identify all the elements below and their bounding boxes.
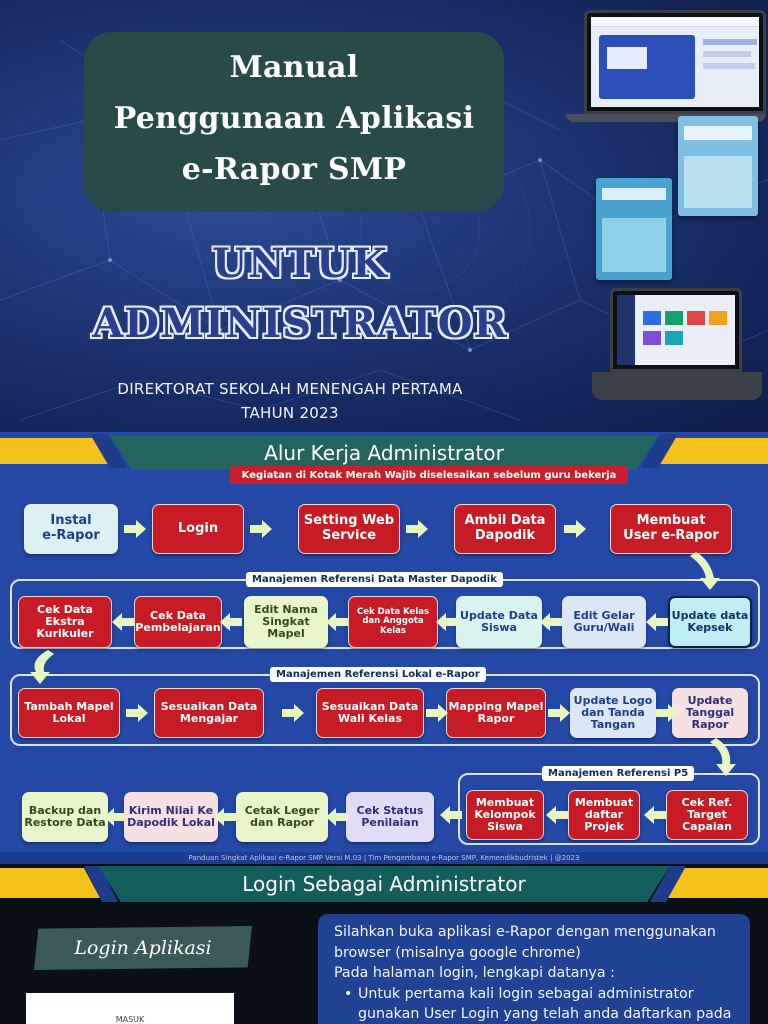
arrow-right-icon bbox=[126, 704, 148, 722]
login-header-banner: Login Sebagai Administrator bbox=[98, 866, 670, 902]
login-aplikasi-tag: Login Aplikasi bbox=[34, 926, 252, 970]
arrow-left-icon bbox=[540, 613, 562, 631]
workflow-footer: Panduan Singkat Aplikasi e-Rapor SMP Ver… bbox=[0, 852, 768, 864]
cover-hero: Manual Penggunaan Aplikasi e-Rapor SMP U… bbox=[0, 0, 768, 432]
arrow-right-icon bbox=[250, 520, 272, 538]
book-cover-1 bbox=[596, 178, 672, 280]
arrow-left-icon bbox=[440, 806, 462, 824]
arrow-right-icon bbox=[426, 704, 448, 722]
login-form-caption: MASUK bbox=[115, 1015, 145, 1024]
arrow-left-icon bbox=[220, 613, 242, 631]
flow-arrows bbox=[30, 520, 736, 826]
arrow-right-icon bbox=[124, 520, 146, 538]
arrow-left-icon bbox=[546, 806, 568, 824]
arrow-left-icon bbox=[646, 613, 668, 631]
book-cover-2 bbox=[678, 116, 758, 216]
info-line-3: Pada halaman login, lengkapi datanya : bbox=[334, 965, 615, 981]
arrow-left-icon bbox=[644, 806, 666, 824]
big-title-line-1: UNTUK bbox=[212, 240, 388, 287]
login-instructions: Silahkan buka aplikasi e-Rapor dengan me… bbox=[318, 914, 750, 1024]
laptop-mockup-top bbox=[584, 10, 766, 114]
arrow-left-icon bbox=[112, 613, 134, 631]
arrow-right-icon bbox=[548, 704, 570, 722]
info-bullet-1: Untuk pertama kali login sebagai adminis… bbox=[334, 984, 740, 1005]
login-header-stripes bbox=[0, 866, 768, 902]
laptop-base-top bbox=[566, 114, 766, 122]
required-note: Kegiatan di Kotak Merah Wajib diselesaik… bbox=[230, 466, 628, 484]
arrow-left-icon bbox=[104, 808, 126, 826]
arrow-right-icon bbox=[564, 520, 586, 538]
laptop-mockup-bottom bbox=[610, 288, 742, 372]
arrow-left-icon bbox=[326, 808, 348, 826]
group-lokal-erapor-label: Manajemen Referensi Lokal e-Rapor bbox=[270, 667, 486, 682]
info-line-1: Silahkan buka aplikasi e-Rapor dengan me… bbox=[334, 924, 716, 940]
arrow-curve-down-icon bbox=[710, 738, 736, 776]
info-line-2: browser (misalnya google chrome) bbox=[334, 944, 581, 961]
arrow-right-icon bbox=[656, 704, 678, 722]
group-master-dapodik-label: Manajemen Referensi Data Master Dapodik bbox=[246, 572, 503, 587]
workflow-header-title: Alur Kerja Administrator bbox=[264, 441, 504, 465]
year-line: TAHUN 2023 bbox=[241, 404, 339, 422]
workflow-header-banner: Alur Kerja Administrator bbox=[110, 436, 658, 470]
login-form-preview: MASUK bbox=[26, 993, 234, 1024]
org-line: DIREKTORAT SEKOLAH MENENGAH PERTAMA bbox=[117, 380, 463, 398]
title-line-2: Penggunaan Aplikasi bbox=[113, 101, 475, 136]
arrow-left-icon bbox=[436, 613, 458, 631]
arrow-right-icon bbox=[282, 704, 304, 722]
login-header-title: Login Sebagai Administrator bbox=[242, 872, 526, 896]
info-bullet-1-cont: gunakan User Login yang telah anda dafta… bbox=[358, 1006, 732, 1022]
arrow-curve-down-icon bbox=[690, 552, 720, 590]
title-line-3: e-Rapor SMP bbox=[181, 152, 407, 187]
title-box bbox=[84, 32, 504, 212]
title-line-1: Manual bbox=[229, 50, 359, 85]
step-login: Login bbox=[152, 504, 244, 554]
group-p5-label: Manajemen Referensi P5 bbox=[542, 766, 695, 781]
laptop-base-bottom bbox=[592, 372, 762, 400]
header-stripes bbox=[0, 434, 768, 468]
arrow-right-icon bbox=[406, 520, 428, 538]
big-title-line-2: ADMINISTRATOR bbox=[92, 300, 508, 347]
arrow-left-icon bbox=[326, 613, 348, 631]
arrow-left-icon bbox=[214, 808, 236, 826]
arrow-curve-down-icon bbox=[30, 650, 54, 684]
